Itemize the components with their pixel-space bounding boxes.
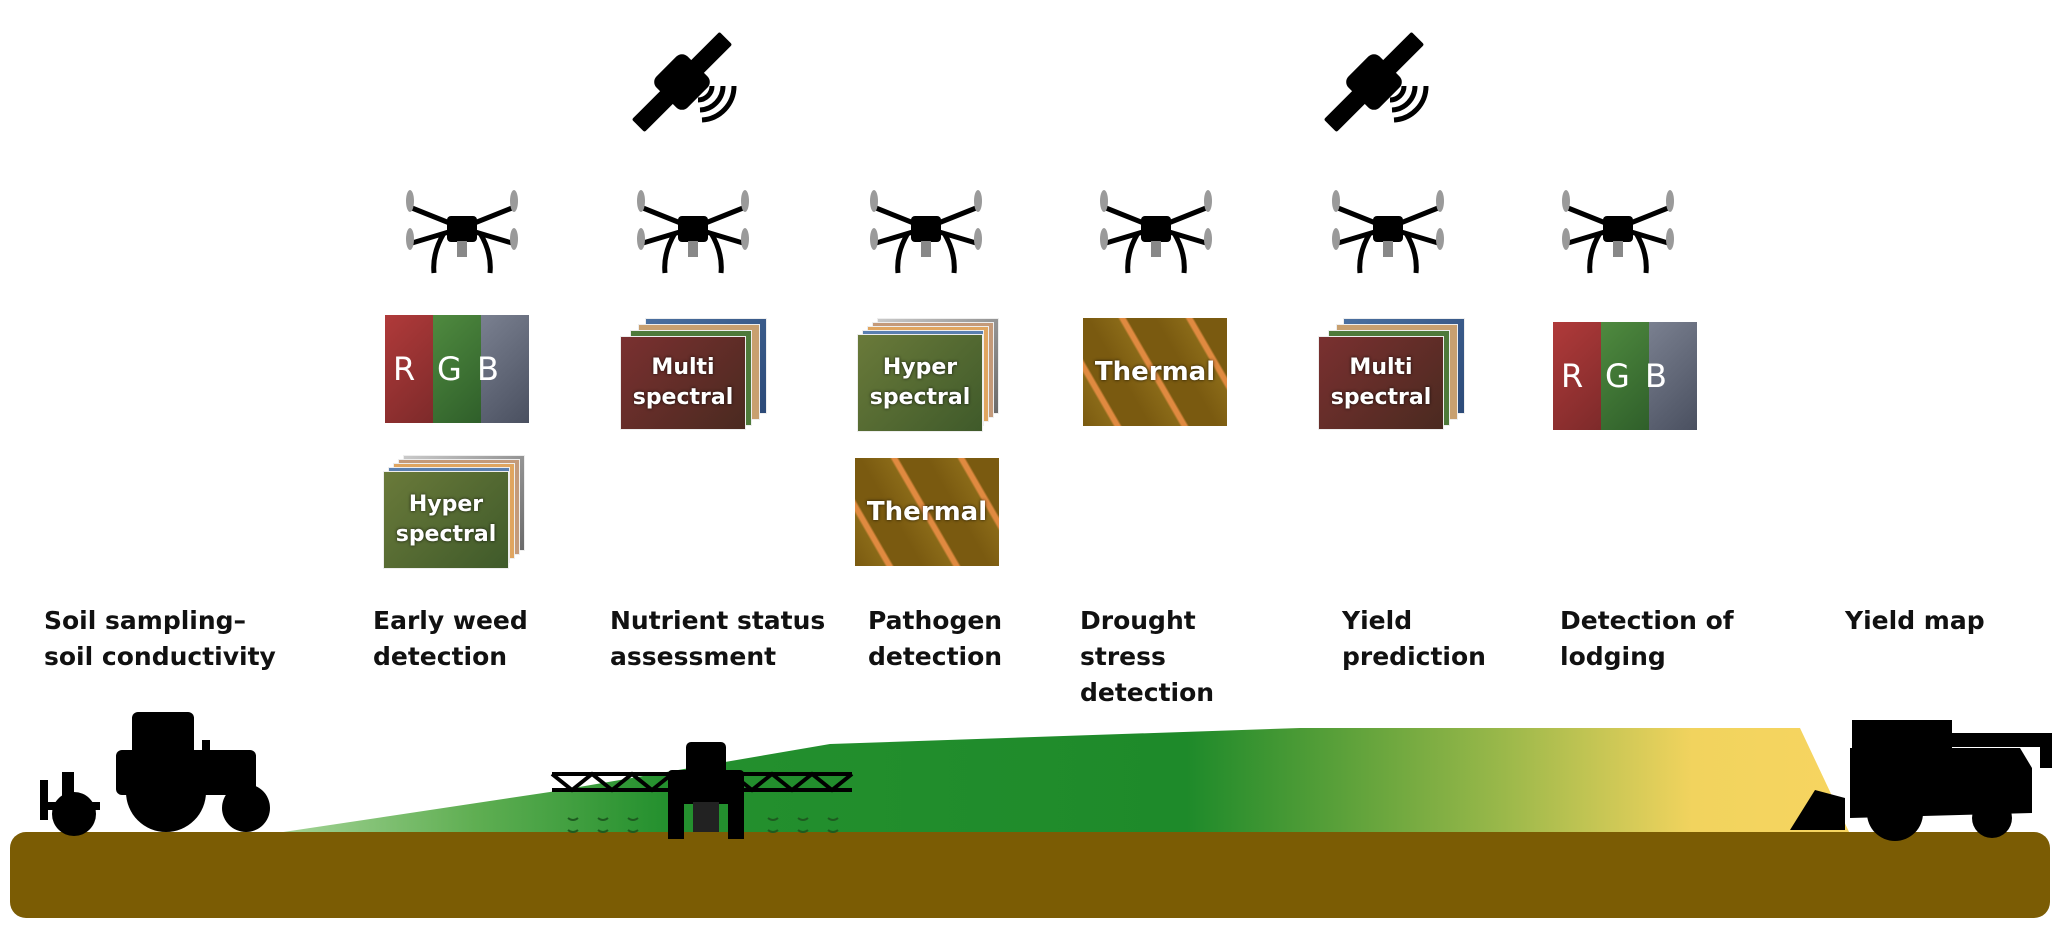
multispectral-stack: Multi spectral (1318, 318, 1465, 430)
drone-icon (1332, 190, 1444, 274)
stage-label-nutrient: Nutrient status assessment (610, 606, 826, 671)
thermal-label: Thermal (1094, 357, 1216, 387)
drone-icon (637, 190, 749, 274)
stage-label-drought: Drought stress detection (1080, 606, 1215, 707)
drone-icon (1100, 190, 1212, 274)
stage-label-yieldpred: Yield prediction (1342, 606, 1486, 671)
drone-icon (870, 190, 982, 274)
soil-ground (10, 832, 2050, 918)
stage-label-yieldmap: Yield map (1845, 606, 1985, 635)
rgb-g-label: G (437, 350, 462, 388)
rgb-g-label: G (1605, 357, 1630, 395)
combine-harvester-icon (1790, 720, 2052, 841)
thermal-image: Thermal (1083, 318, 1227, 426)
thermal-image: Thermal (855, 458, 999, 566)
hyperspectral-stack: Hyper spectral (857, 318, 999, 432)
thermal-label: Thermal (866, 497, 988, 527)
stage-label-soil: Soil sampling– soil conductivity (44, 606, 276, 671)
multispectral-label: Multi spectral (632, 355, 734, 410)
drone-icon (1562, 190, 1674, 274)
rgb-r-label: R (393, 350, 416, 388)
drone-icon (406, 190, 518, 274)
multispectral-label: Multi spectral (1330, 355, 1432, 410)
stage-label-lodging: Detection of lodging (1560, 606, 1734, 671)
satellite-icon (1324, 32, 1429, 132)
sprayer-icon (550, 742, 854, 839)
rgb-b-label: B (1645, 357, 1667, 395)
stage-label-weed: Early weed detection (373, 606, 528, 671)
rgb-image: R G B (385, 315, 529, 423)
crop-growth-area (10, 728, 2050, 918)
rgb-image: R G B (1553, 322, 1697, 430)
tractor-icon (40, 712, 270, 836)
hyperspectral-label: Hyper spectral (395, 492, 497, 547)
stage-label-pathogen: Pathogen detection (868, 606, 1003, 671)
hyperspectral-stack: Hyper spectral (383, 455, 525, 569)
rgb-r-label: R (1561, 357, 1584, 395)
hyperspectral-label: Hyper spectral (869, 355, 971, 410)
multispectral-stack: Multi spectral (620, 318, 767, 430)
rgb-b-label: B (477, 350, 499, 388)
satellite-icon (632, 32, 737, 132)
